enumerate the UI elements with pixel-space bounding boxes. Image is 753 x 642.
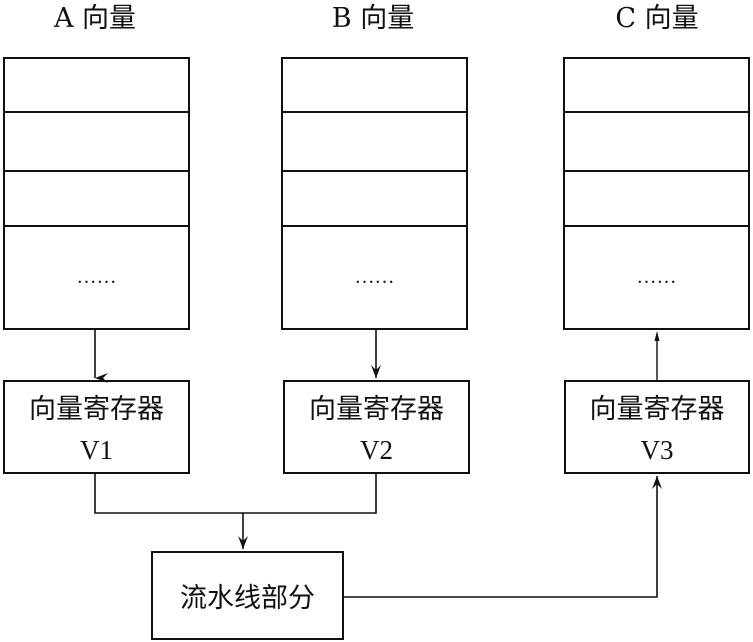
- pipeline-box: 流水线部分: [151, 551, 344, 640]
- vector-a-title: A 向量: [53, 3, 137, 34]
- vector-c-title: C 向量: [615, 3, 699, 34]
- vector-c-cell: [563, 111, 750, 172]
- register-v1: 向量寄存器 V1: [3, 380, 190, 474]
- vector-b-cell: [281, 111, 468, 172]
- merge-v1-v2: [94, 474, 377, 514]
- vector-a-memory: ……: [3, 57, 190, 330]
- vector-a-ellipsis: ……: [76, 266, 117, 288]
- vector-b-memory: ……: [281, 57, 468, 330]
- vector-c-memory: ……: [563, 57, 750, 330]
- pipeline-label: 流水线部分: [180, 583, 315, 614]
- vector-c-ellipsis: ……: [636, 266, 677, 288]
- arrowhead-merge-to-pipeline: [238, 536, 248, 549]
- register-v1-label: 向量寄存器: [29, 394, 164, 425]
- arrowhead-v3-to-c: [654, 331, 660, 341]
- register-v2-label: 向量寄存器: [309, 394, 444, 425]
- arrowhead-b-to-v2: [371, 365, 381, 378]
- arrow-pipeline-to-v3: [344, 476, 658, 598]
- vector-b-ellipsis-cell: ……: [281, 225, 468, 330]
- vector-b-ellipsis: ……: [354, 266, 395, 288]
- vector-b-title: B 向量: [331, 3, 415, 34]
- vector-a-cell: [3, 170, 190, 227]
- vector-c-ellipsis-cell: ……: [563, 225, 750, 330]
- register-v2: 向量寄存器 V2: [283, 380, 470, 474]
- arrowhead-pipeline-to-v3: [652, 476, 662, 489]
- register-v3-label: 向量寄存器: [589, 394, 725, 425]
- vector-a-ellipsis-cell: ……: [3, 225, 190, 330]
- register-v3: 向量寄存器 V3: [564, 380, 750, 474]
- register-v2-name: V2: [360, 435, 393, 465]
- register-v1-name: V1: [80, 435, 113, 465]
- register-v3-name: V3: [640, 435, 674, 465]
- vector-a-cell: [3, 57, 190, 113]
- vector-c-cell: [563, 57, 750, 113]
